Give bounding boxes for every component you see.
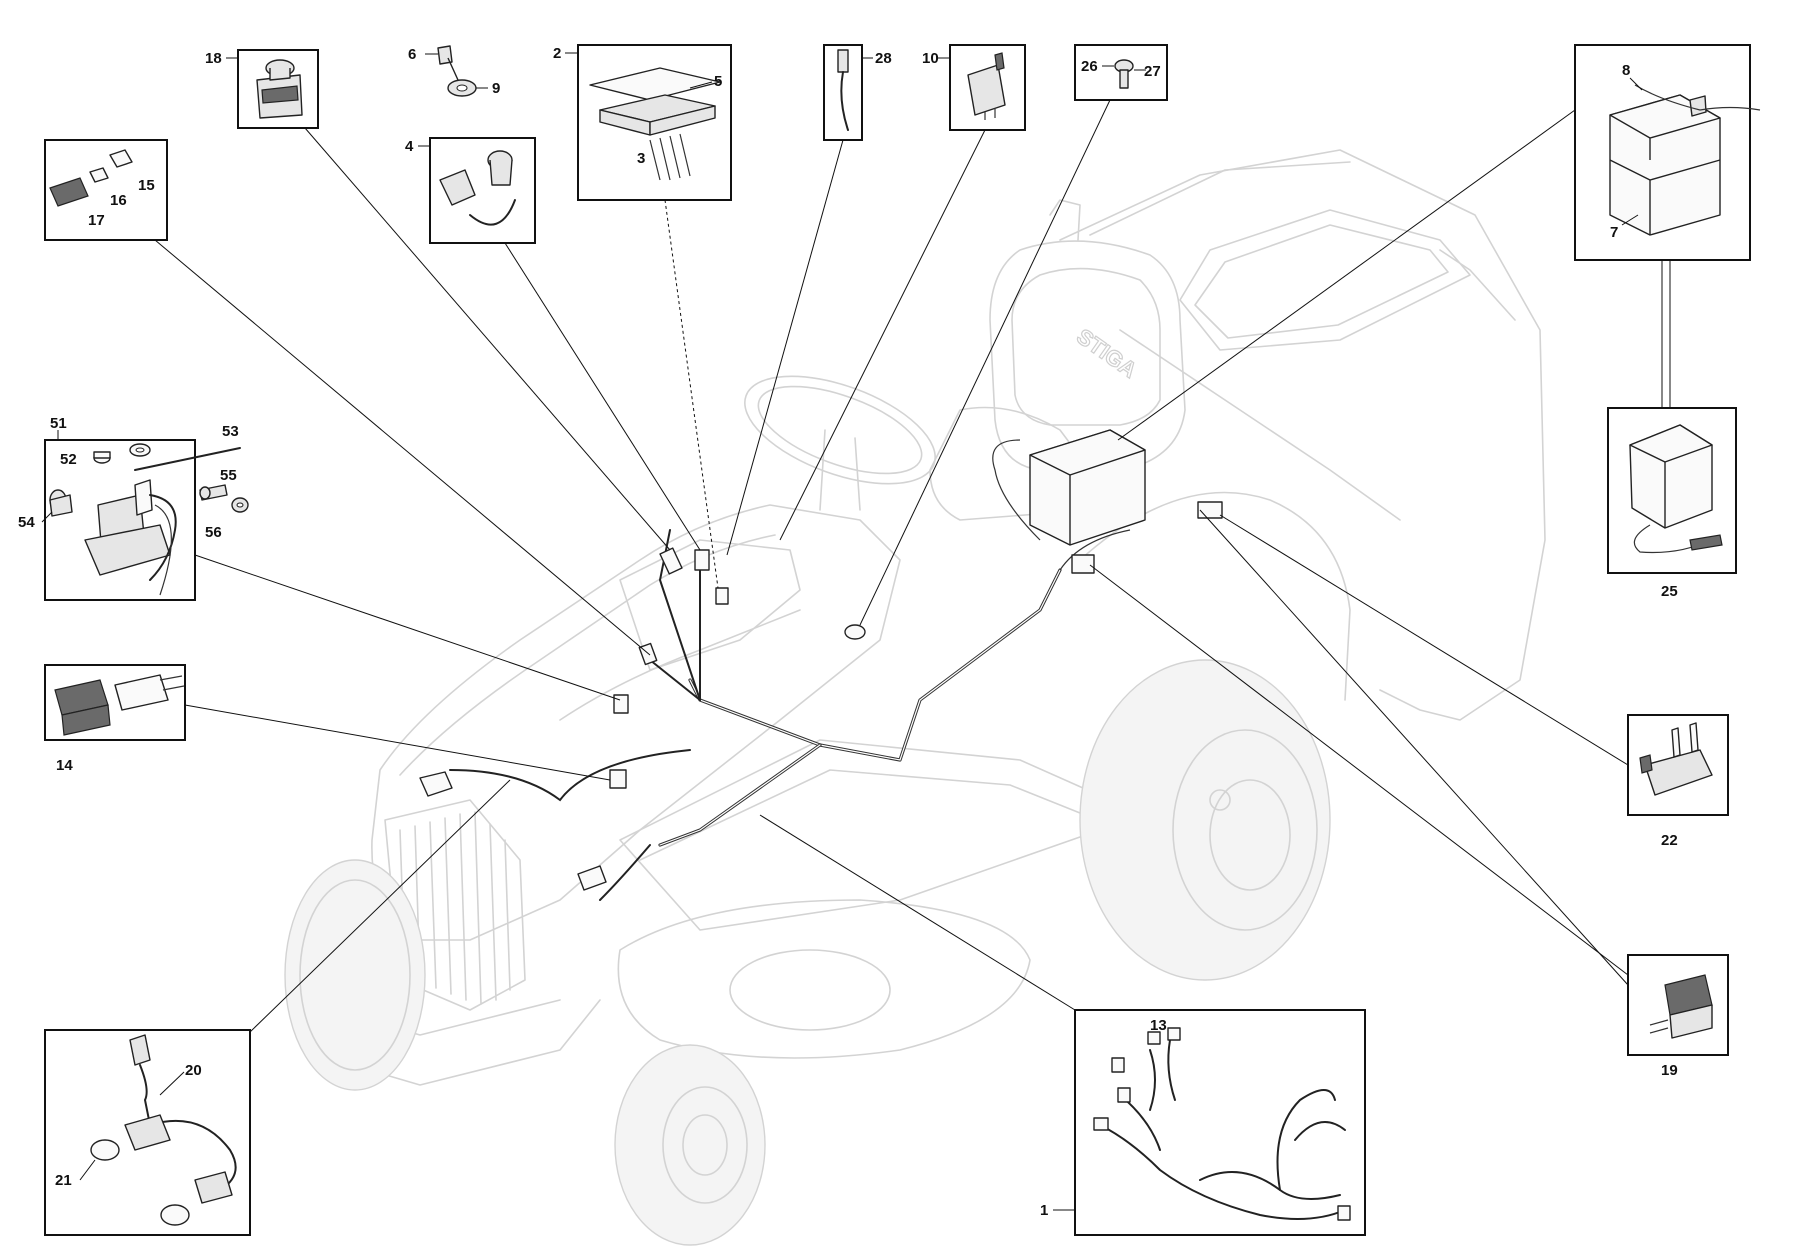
part-box-20[interactable]: 20 21 [44,1029,251,1236]
callout-54: 54 [18,514,35,531]
callout-6: 6 [408,46,416,63]
callout-1: 1 [1040,1202,1048,1219]
part-box-25[interactable]: 25 [1607,407,1737,600]
callout-4: 4 [405,138,414,155]
part-box-18[interactable]: 18 [205,49,319,129]
part-box-10[interactable]: 10 [922,44,1026,131]
callout-25: 25 [1661,583,1678,600]
callout-16: 16 [110,192,127,209]
callout-26: 26 [1081,58,1098,75]
callout-17: 17 [88,212,105,229]
part-box-51[interactable]: 51 [44,415,196,601]
callout-13: 13 [1150,1017,1167,1034]
callout-15: 15 [138,177,155,194]
callout-9: 9 [492,80,500,97]
callout-7: 7 [1610,224,1618,241]
callout-21: 21 [55,1172,72,1189]
callout-5: 5 [714,73,722,90]
part-box-2[interactable]: 2 5 3 [553,44,732,201]
part-box-4[interactable]: 4 [405,137,536,244]
callout-19: 19 [1661,1062,1678,1079]
leader-lines [154,99,1671,1033]
callout-52: 52 [60,451,77,468]
callout-22: 22 [1661,832,1678,849]
part-hardware-52-56[interactable]: 52 53 54 55 56 [18,423,249,541]
callout-27: 27 [1144,63,1161,80]
callout-10: 10 [922,50,939,67]
callout-2: 2 [553,45,561,62]
part-box-22[interactable]: 22 [1627,714,1729,849]
callout-18: 18 [205,50,222,67]
callout-14: 14 [56,757,73,774]
part-box-28[interactable]: 28 [823,44,892,141]
callout-28: 28 [875,50,892,67]
callout-8: 8 [1622,62,1630,79]
callout-20: 20 [185,1062,202,1079]
callout-56: 56 [205,524,222,541]
part-box-19[interactable]: 19 [1627,954,1729,1079]
part-key-6[interactable]: 6 9 [408,45,500,97]
callout-3: 3 [637,150,645,167]
part-box-26[interactable]: 26 27 [1074,44,1168,101]
part-box-1[interactable]: 13 1 [1040,1009,1366,1236]
callout-53: 53 [222,423,239,440]
brand-mark: STIGA [1072,324,1141,383]
callout-51: 51 [50,415,67,432]
callout-55: 55 [220,467,237,484]
part-box-14[interactable]: 14 [44,664,186,774]
part-box-7[interactable]: 8 7 [1574,44,1761,261]
part-box-15[interactable]: 15 16 17 [44,139,168,241]
installed-wiring [419,429,1223,901]
